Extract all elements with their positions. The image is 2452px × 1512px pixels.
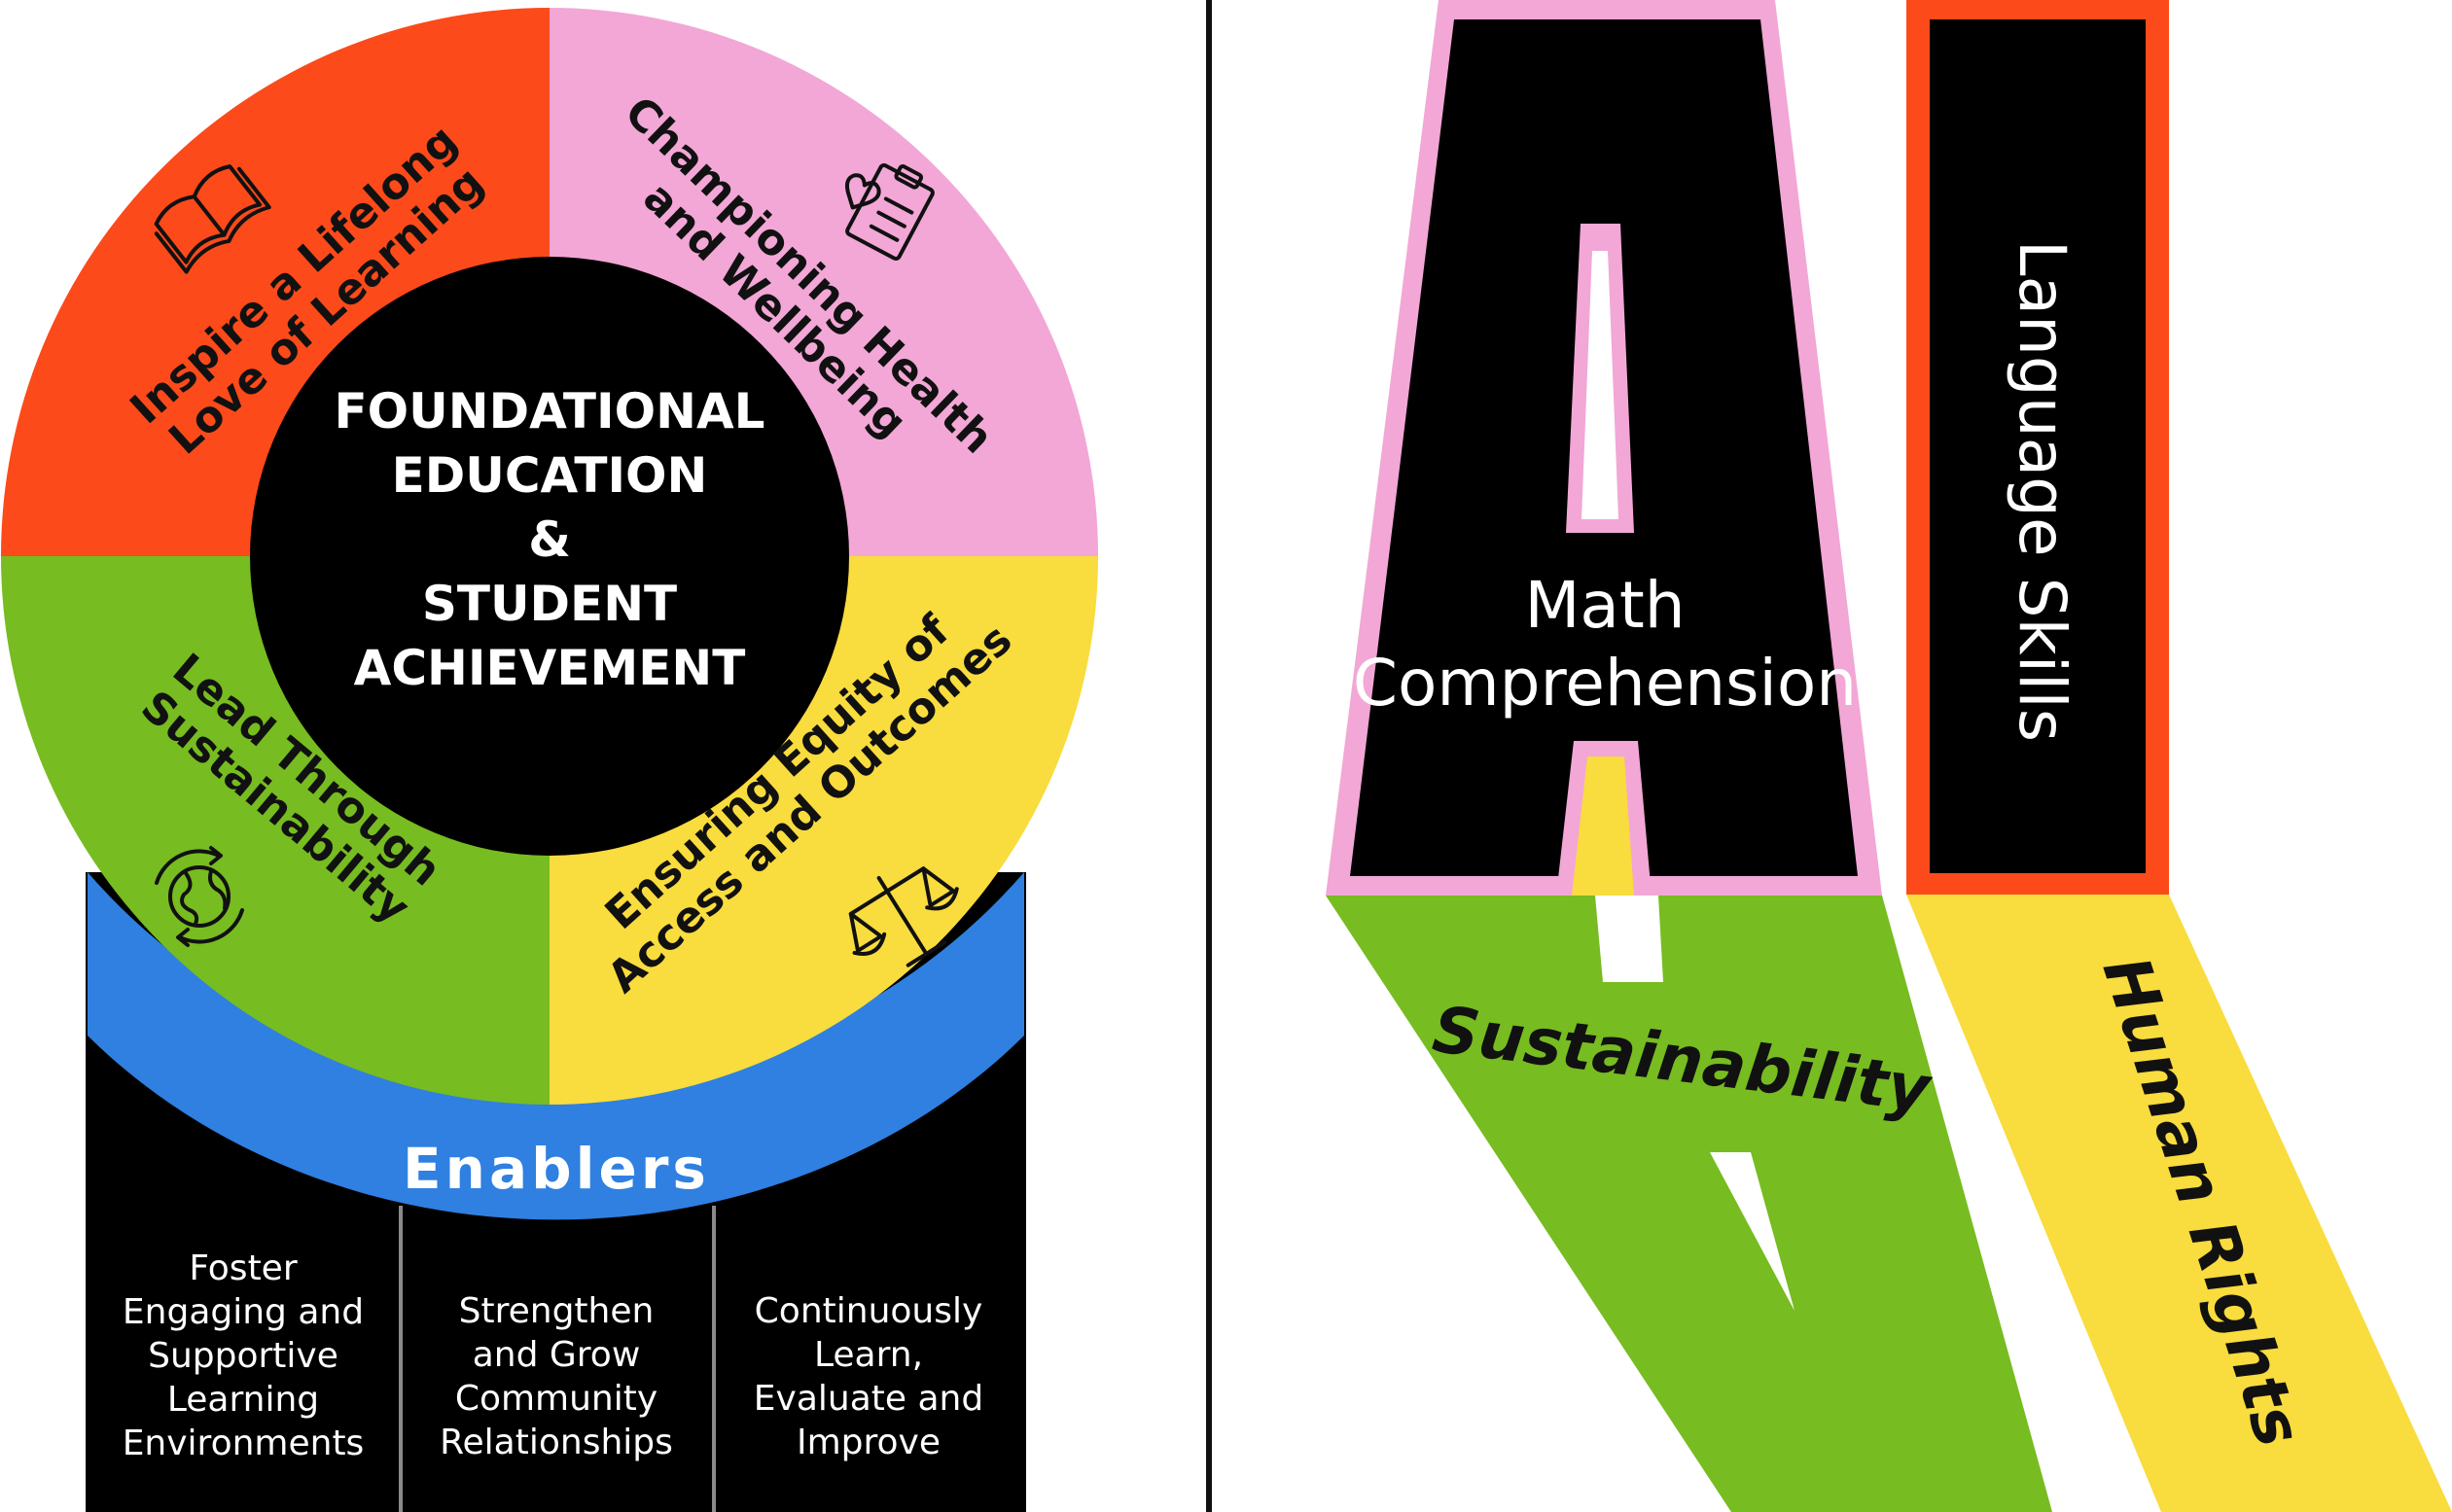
- core-title: FOUNDATIONAL EDUCATION & STUDENT ACHIEVEMENT: [334, 383, 764, 696]
- yellow-ribbon: [1906, 895, 2452, 1512]
- a-counter: [1581, 251, 1618, 519]
- math-label-line: Comprehension: [1353, 646, 1857, 721]
- green-ribbon: [1326, 896, 2052, 1512]
- language-skills-label: Language Skills: [2005, 240, 2079, 742]
- enabler-line: Relationships: [440, 1423, 673, 1462]
- enabler-line: Community: [455, 1379, 657, 1419]
- open-book-icon: [154, 164, 271, 274]
- core-title-line: ACHIEVEMENT: [354, 640, 746, 696]
- enabler-line: Evaluate and: [754, 1379, 983, 1419]
- enablers-band: [88, 872, 1024, 1220]
- enabler-line: and Grow: [473, 1335, 641, 1375]
- clipboard-heart-icon: [845, 163, 935, 261]
- n-stem: [1930, 19, 2146, 873]
- enabler-line: Continuously: [755, 1291, 983, 1331]
- a-notch: [1572, 756, 1634, 896]
- enabler-line: Foster: [189, 1248, 297, 1288]
- green-gap-upper: [1595, 896, 1663, 982]
- enablers-title: Enablers: [403, 1136, 710, 1202]
- balance-scale-icon: [848, 866, 959, 967]
- recycle-globe-icon: [155, 846, 244, 947]
- core-title-line: FOUNDATIONAL: [334, 383, 764, 440]
- enabler-line: Environments: [123, 1424, 365, 1463]
- enabler-line: Learn,: [814, 1335, 923, 1375]
- core-title-line: EDUCATION: [392, 447, 708, 504]
- enabler-line: Learning: [167, 1380, 319, 1420]
- core-circle: [250, 257, 849, 856]
- enabler-line: Improve: [797, 1423, 941, 1462]
- enabler-line: Supportive: [148, 1336, 338, 1376]
- enabler-line: Engaging and: [123, 1292, 364, 1332]
- green-gap-lower: [1710, 1152, 1795, 1311]
- math-label-line: Math: [1524, 568, 1685, 643]
- enabler-line: Strengthen: [459, 1291, 655, 1331]
- core-title-line: STUDENT: [422, 576, 677, 632]
- core-title-line: &: [528, 511, 571, 568]
